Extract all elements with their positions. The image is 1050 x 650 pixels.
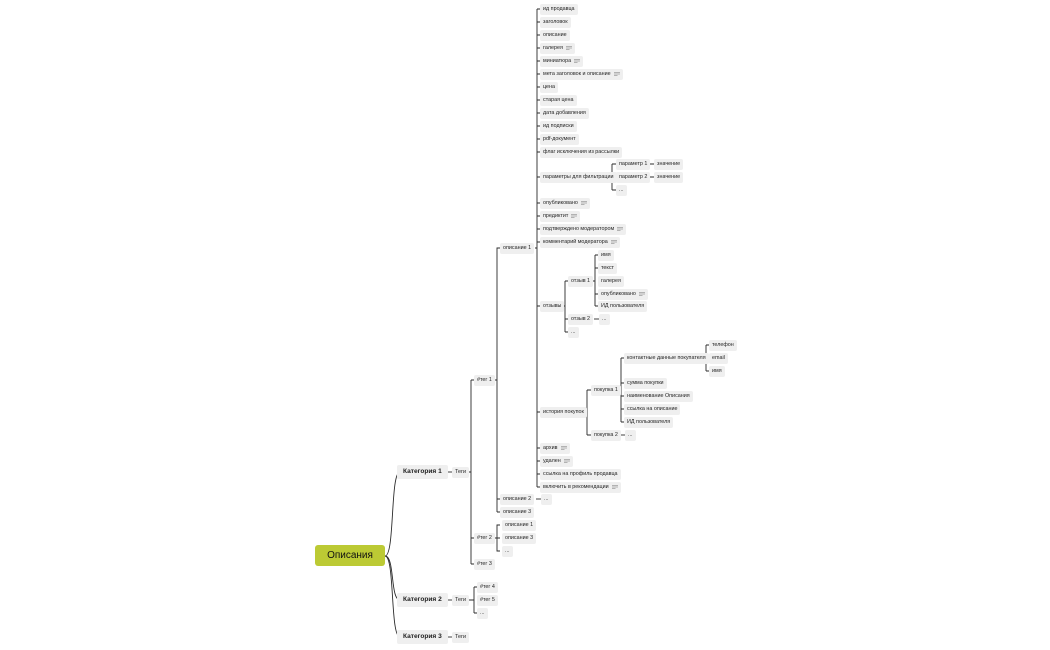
tag-node[interactable]: #тег 2: [474, 533, 495, 544]
tags-node[interactable]: Теги: [452, 467, 469, 478]
note-icon[interactable]: [610, 239, 617, 244]
description-node[interactable]: описание 2: [500, 494, 535, 505]
field-node[interactable]: комментарий модератора: [540, 237, 620, 248]
review-node[interactable]: отзыв 2: [568, 314, 594, 325]
note-icon[interactable]: [611, 484, 618, 489]
field-node[interactable]: ид подписки: [540, 121, 577, 132]
field-node[interactable]: включить в рекомендации: [540, 482, 621, 493]
root-node[interactable]: Описания: [315, 545, 385, 566]
field-node[interactable]: описание: [540, 30, 570, 41]
note-icon[interactable]: [574, 58, 581, 63]
ellipsis-node[interactable]: ...: [616, 185, 627, 196]
contact-field-node[interactable]: имя: [709, 366, 725, 377]
review-field-node[interactable]: галерея: [598, 276, 624, 287]
field-node[interactable]: старая цена: [540, 95, 577, 106]
note-icon[interactable]: [563, 458, 570, 463]
review-node[interactable]: отзыв 1: [568, 276, 594, 287]
note-icon[interactable]: [638, 291, 645, 296]
contact-field-node[interactable]: email: [709, 353, 728, 364]
tag-node[interactable]: #тег 1: [474, 375, 495, 386]
field-node[interactable]: галерея: [540, 43, 575, 54]
category-node[interactable]: Категория 3: [397, 630, 448, 644]
purchase-node[interactable]: покупка 1: [591, 385, 621, 396]
purchase-field-node[interactable]: ИД пользователя: [624, 417, 674, 428]
review-field-node[interactable]: имя: [598, 250, 614, 261]
field-node[interactable]: дата добавления: [540, 108, 589, 119]
field-node[interactable]: архив: [540, 443, 570, 454]
ellipsis-node[interactable]: ...: [541, 494, 552, 505]
ellipsis-node[interactable]: ...: [477, 608, 488, 619]
field-node[interactable]: предиктит: [540, 211, 581, 222]
ellipsis-node[interactable]: ...: [625, 430, 636, 441]
review-field-node[interactable]: ИД пользователя: [598, 301, 648, 312]
purchase-field-node[interactable]: сумма покупки: [624, 378, 667, 389]
field-node[interactable]: pdf-документ: [540, 134, 579, 145]
description-node[interactable]: описание 1: [502, 520, 537, 531]
field-node[interactable]: ссылка на профиль продавца: [540, 469, 621, 480]
purchase-field-node[interactable]: ссылка на описание: [624, 404, 681, 415]
note-icon[interactable]: [613, 71, 620, 76]
field-node[interactable]: мета заголовок и описание: [540, 69, 623, 80]
description-node[interactable]: описание 3: [500, 507, 535, 518]
ellipsis-node[interactable]: ...: [568, 327, 579, 338]
field-node[interactable]: параметры для фильтрации: [540, 172, 617, 183]
review-field-node[interactable]: текст: [598, 263, 617, 274]
ellipsis-node[interactable]: ...: [502, 546, 513, 557]
category-node[interactable]: Категория 1: [397, 465, 448, 479]
review-field-node[interactable]: опубликовано: [598, 289, 648, 300]
field-node[interactable]: заголовок: [540, 17, 571, 28]
contact-field-node[interactable]: телефон: [709, 340, 737, 351]
field-node[interactable]: удален: [540, 456, 573, 467]
parameter-node[interactable]: параметр 1: [616, 159, 651, 170]
field-node[interactable]: отзывы: [540, 301, 565, 312]
field-node[interactable]: подтверждено модератором: [540, 224, 627, 235]
purchase-field-node[interactable]: наименование Описания: [624, 391, 693, 402]
description-node[interactable]: описание 1: [500, 243, 535, 254]
purchase-node[interactable]: покупка 2: [591, 430, 621, 441]
parameter-node[interactable]: параметр 2: [616, 172, 651, 183]
parameter-value-node[interactable]: значение: [654, 159, 684, 170]
field-node[interactable]: опубликовано: [540, 198, 590, 209]
note-icon[interactable]: [617, 226, 624, 231]
field-node[interactable]: флаг исключения из рассылки: [540, 147, 623, 158]
note-icon[interactable]: [565, 45, 572, 50]
category-node[interactable]: Категория 2: [397, 593, 448, 607]
tag-node[interactable]: #тег 4: [477, 582, 498, 593]
description-node[interactable]: описание 3: [502, 533, 537, 544]
field-node[interactable]: миниатюра: [540, 56, 584, 67]
field-node[interactable]: ид продавца: [540, 4, 578, 15]
parameter-value-node[interactable]: значение: [654, 172, 684, 183]
tags-node[interactable]: Теги: [452, 632, 469, 643]
purchase-field-node[interactable]: контактные данные покупателя: [624, 353, 709, 364]
note-icon[interactable]: [560, 445, 567, 450]
tag-node[interactable]: #тег 3: [474, 559, 495, 570]
tag-node[interactable]: #тег 5: [477, 595, 498, 606]
tags-node[interactable]: Теги: [452, 595, 469, 606]
ellipsis-node[interactable]: ...: [599, 314, 610, 325]
field-node[interactable]: цена: [540, 82, 558, 93]
note-icon[interactable]: [571, 213, 578, 218]
note-icon[interactable]: [580, 200, 587, 205]
field-node[interactable]: история покупок: [540, 407, 587, 418]
